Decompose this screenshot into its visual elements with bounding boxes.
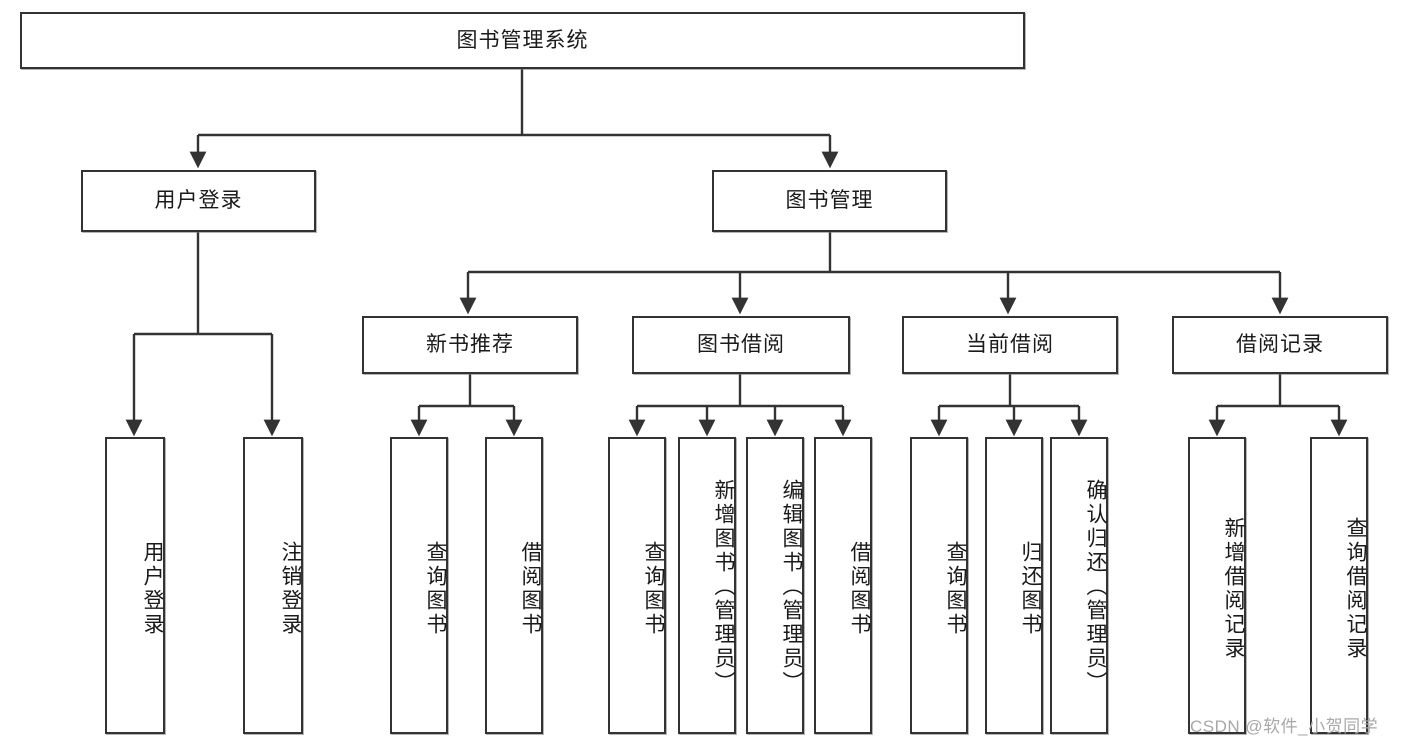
node-leaf-return-book[interactable]: 归还图书 xyxy=(985,437,1043,734)
node-book-management[interactable]: 图书管理 xyxy=(712,170,947,232)
watermark-text: CSDN @软件_小贺同学 xyxy=(1190,717,1379,736)
node-leaf-add-book-admin[interactable]: 新增图书（管理员） xyxy=(678,437,736,734)
node-root-system[interactable]: 图书管理系统 xyxy=(20,12,1025,69)
node-new-book-recommend[interactable]: 新书推荐 xyxy=(362,316,578,374)
node-leaf-borrow-book[interactable]: 借阅图书 xyxy=(814,437,872,734)
node-leaf-edit-book-admin[interactable]: 编辑图书（管理员） xyxy=(746,437,804,734)
node-current-borrow[interactable]: 当前借阅 xyxy=(902,316,1118,374)
node-leaf-query-book-recommend[interactable]: 查询图书 xyxy=(390,437,448,734)
node-book-borrow[interactable]: 图书借阅 xyxy=(632,316,850,374)
node-leaf-confirm-return-admin[interactable]: 确认归还（管理员） xyxy=(1050,437,1108,734)
node-leaf-user-login[interactable]: 用户登录 xyxy=(105,437,165,734)
node-leaf-user-logout[interactable]: 注销登录 xyxy=(243,437,303,734)
node-user-login[interactable]: 用户登录 xyxy=(81,170,316,232)
node-leaf-query-book-borrow[interactable]: 查询图书 xyxy=(608,437,666,734)
node-borrow-record[interactable]: 借阅记录 xyxy=(1172,316,1388,374)
node-leaf-query-book-current[interactable]: 查询图书 xyxy=(910,437,968,734)
node-leaf-query-borrow-record[interactable]: 查询借阅记录 xyxy=(1310,437,1368,734)
node-leaf-borrow-book-recommend[interactable]: 借阅图书 xyxy=(485,437,543,734)
node-leaf-add-borrow-record[interactable]: 新增借阅记录 xyxy=(1188,437,1246,734)
